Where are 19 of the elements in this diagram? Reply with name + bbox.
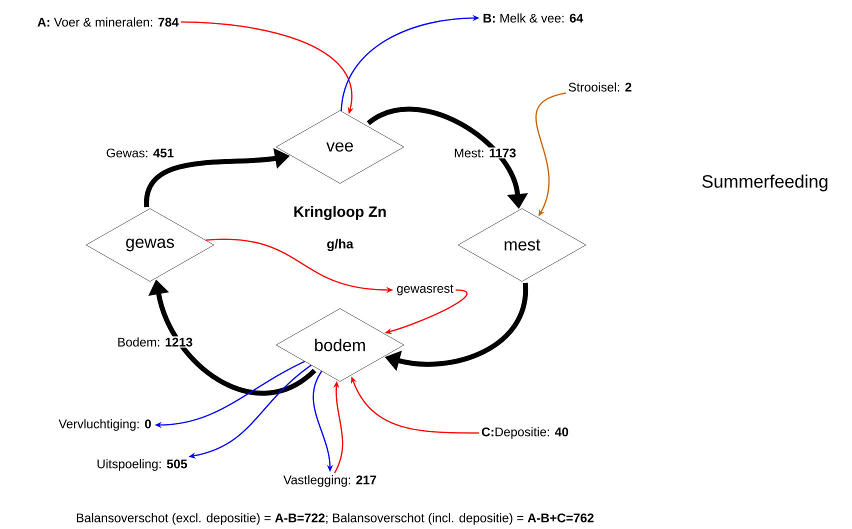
- flow-label: A: Voer & mineralen: 784: [38, 17, 179, 27]
- diamond-node: mest: [458, 208, 586, 282]
- diamond-node: gewas: [86, 208, 214, 282]
- unit-label: g/ha: [327, 238, 354, 252]
- diagram-title: Kringloop Zn: [294, 206, 386, 220]
- flow-label: Vastlegging: 217: [283, 475, 376, 487]
- balance-note: Balansoverschot (excl. depositie) = A-B=722; Balansoverschot (incl. depositie) = A-B+C=762: [76, 513, 594, 525]
- edge-label: Gewas: 451: [105, 148, 175, 158]
- flow-label: B: Melk & vee: 64: [484, 13, 584, 23]
- edge-label: Mest: 1173: [452, 148, 518, 158]
- edge-label: Bodem: 1213: [116, 336, 194, 348]
- diamond-node: bodem: [276, 308, 404, 382]
- diamond-node: vee: [276, 110, 404, 184]
- scenario-label: Summerfeeding: [702, 174, 828, 192]
- flow-label: Strooisel: 2: [568, 82, 632, 92]
- flow-label: C:Depositie: 40: [482, 427, 568, 439]
- flow-label: Vervluchtiging: 0: [58, 419, 151, 431]
- flow-label: gewasrest: [397, 284, 454, 296]
- flow-label: Uitspoeling: 505: [98, 459, 188, 471]
